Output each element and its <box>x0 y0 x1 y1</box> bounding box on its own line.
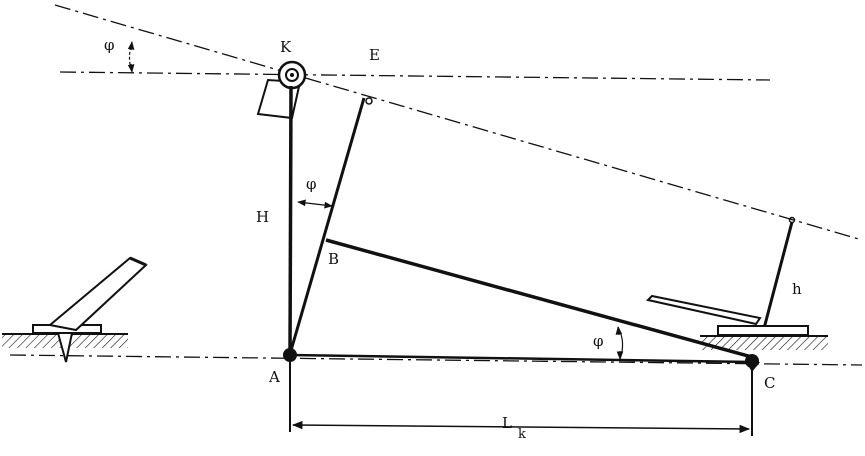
label-E: E <box>369 46 380 64</box>
member-line-h <box>760 221 794 337</box>
ground-reference-line <box>9 354 863 366</box>
rope-line-BC <box>325 238 753 359</box>
pivot-A <box>283 348 297 362</box>
mast-line-H <box>288 85 293 355</box>
bottom-angle-marker <box>615 326 624 360</box>
sloped-reference-line <box>54 4 863 241</box>
label-phi-mid: φ <box>306 175 317 193</box>
label-K: K <box>280 38 292 56</box>
label-H: H <box>256 208 269 226</box>
pulley-icon <box>256 60 307 120</box>
label-C: C <box>764 374 775 392</box>
boom-tip-pin <box>365 97 373 105</box>
label-h: h <box>792 280 802 298</box>
mid-angle-marker <box>297 199 333 209</box>
label-B: B <box>328 250 339 268</box>
right-support <box>646 294 828 372</box>
label-L-subscript: k <box>518 427 526 442</box>
label-L: L <box>502 414 512 432</box>
horizontal-reference-line-top <box>59 71 771 81</box>
member-tip-pin <box>788 216 796 224</box>
pivot-C <box>745 354 759 368</box>
label-phi-top: φ <box>104 36 115 54</box>
dimension-Lk <box>289 362 753 436</box>
boom-line <box>288 97 366 355</box>
left-support <box>2 256 148 363</box>
label-A: A <box>268 368 280 386</box>
label-phi-bottom: φ <box>593 332 604 350</box>
top-angle-marker <box>127 41 135 73</box>
base-line-AC <box>289 353 753 364</box>
